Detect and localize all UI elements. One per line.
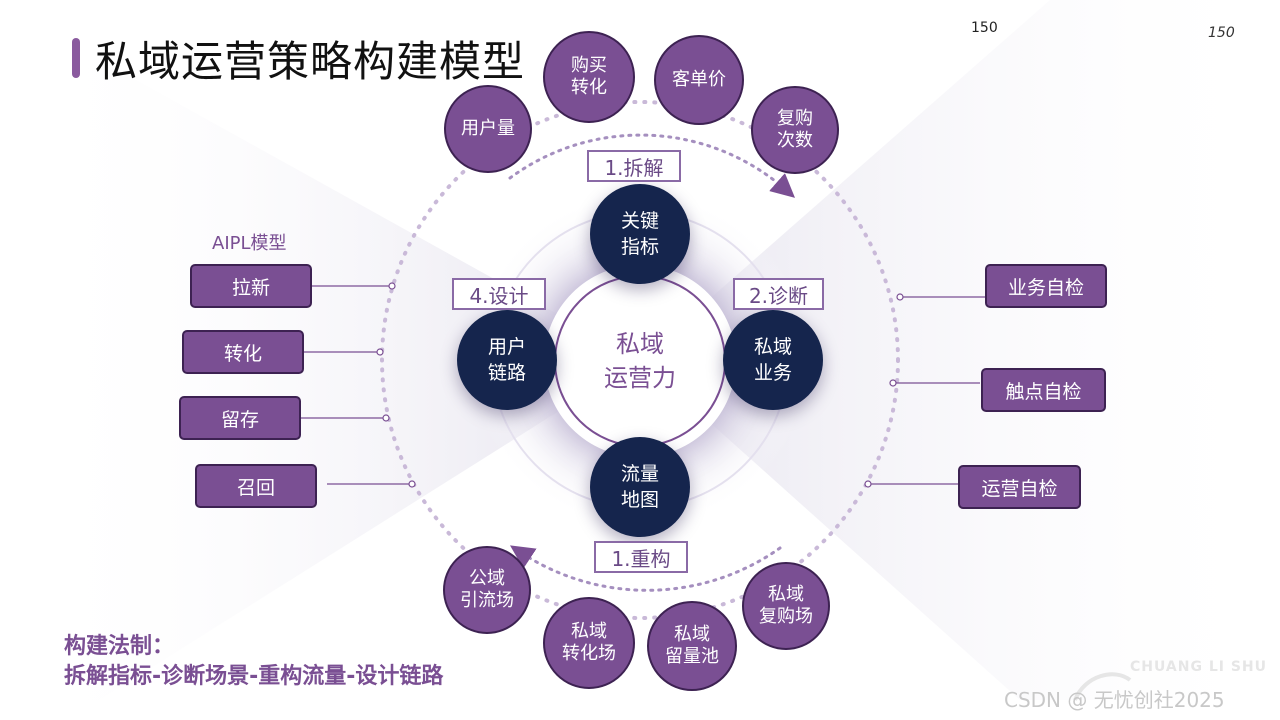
page-number: 150 (971, 20, 998, 36)
center-circle: 私域 运营力 (554, 275, 726, 447)
top-arrow-arc (508, 133, 796, 198)
scene-public-traffic: 公域 引流场 (443, 546, 531, 634)
check-operations: 运营自检 (958, 465, 1081, 509)
page-number-handwritten: 150 (1208, 25, 1235, 41)
core-node-key-metrics: 关键 指标 (590, 184, 690, 284)
outer-dotted-ring (380, 100, 900, 620)
bottom-arrow-arc (509, 545, 782, 592)
step-label-rebuild: 1.重构 (594, 541, 688, 573)
scene-private-retention-pool: 私域 留量池 (647, 601, 737, 691)
core-node-traffic-map: 流量 地图 (590, 437, 690, 537)
left-light-beam (30, 60, 640, 700)
title-accent-bar (72, 38, 80, 78)
rules-title: 构建法制： (64, 634, 175, 659)
metric-repurchase-count: 复购 次数 (751, 86, 839, 174)
right-light-beam (640, 0, 1280, 700)
scene-private-repurchase: 私域 复购场 (742, 562, 830, 650)
core-node-private-business: 私域 业务 (723, 310, 823, 410)
check-touchpoint: 触点自检 (981, 368, 1106, 412)
scene-private-conversion: 私域 转化场 (543, 597, 635, 689)
step-label-design: 4.设计 (452, 278, 546, 310)
step-label-decompose: 1.拆解 (587, 150, 681, 182)
check-business: 业务自检 (985, 264, 1107, 308)
metric-purchase-conversion: 购买 转化 (543, 31, 635, 123)
construction-rules: 构建法制： 拆解指标-诊断场景-重构流量-设计链路 (64, 632, 443, 692)
metric-user-volume: 用户量 (444, 85, 532, 173)
rules-body: 拆解指标-诊断场景-重构流量-设计链路 (64, 664, 444, 689)
core-node-user-journey: 用户 链路 (457, 310, 557, 410)
page-title: 私域运营策略构建模型 (95, 37, 526, 86)
aipl-item-acquire: 拉新 (190, 264, 312, 308)
metric-average-order-value: 客单价 (654, 35, 744, 125)
step-label-diagnose: 2.诊断 (733, 278, 824, 310)
aipl-item-convert: 转化 (182, 330, 304, 374)
logo-watermark: CHUANG LI SHU (1130, 659, 1268, 675)
csdn-watermark: CSDN @ 无忧创社2025 (1004, 688, 1225, 712)
aipl-item-retain: 留存 (179, 396, 301, 440)
aipl-title: AIPL模型 (212, 233, 287, 254)
aipl-item-recall: 召回 (195, 464, 317, 508)
